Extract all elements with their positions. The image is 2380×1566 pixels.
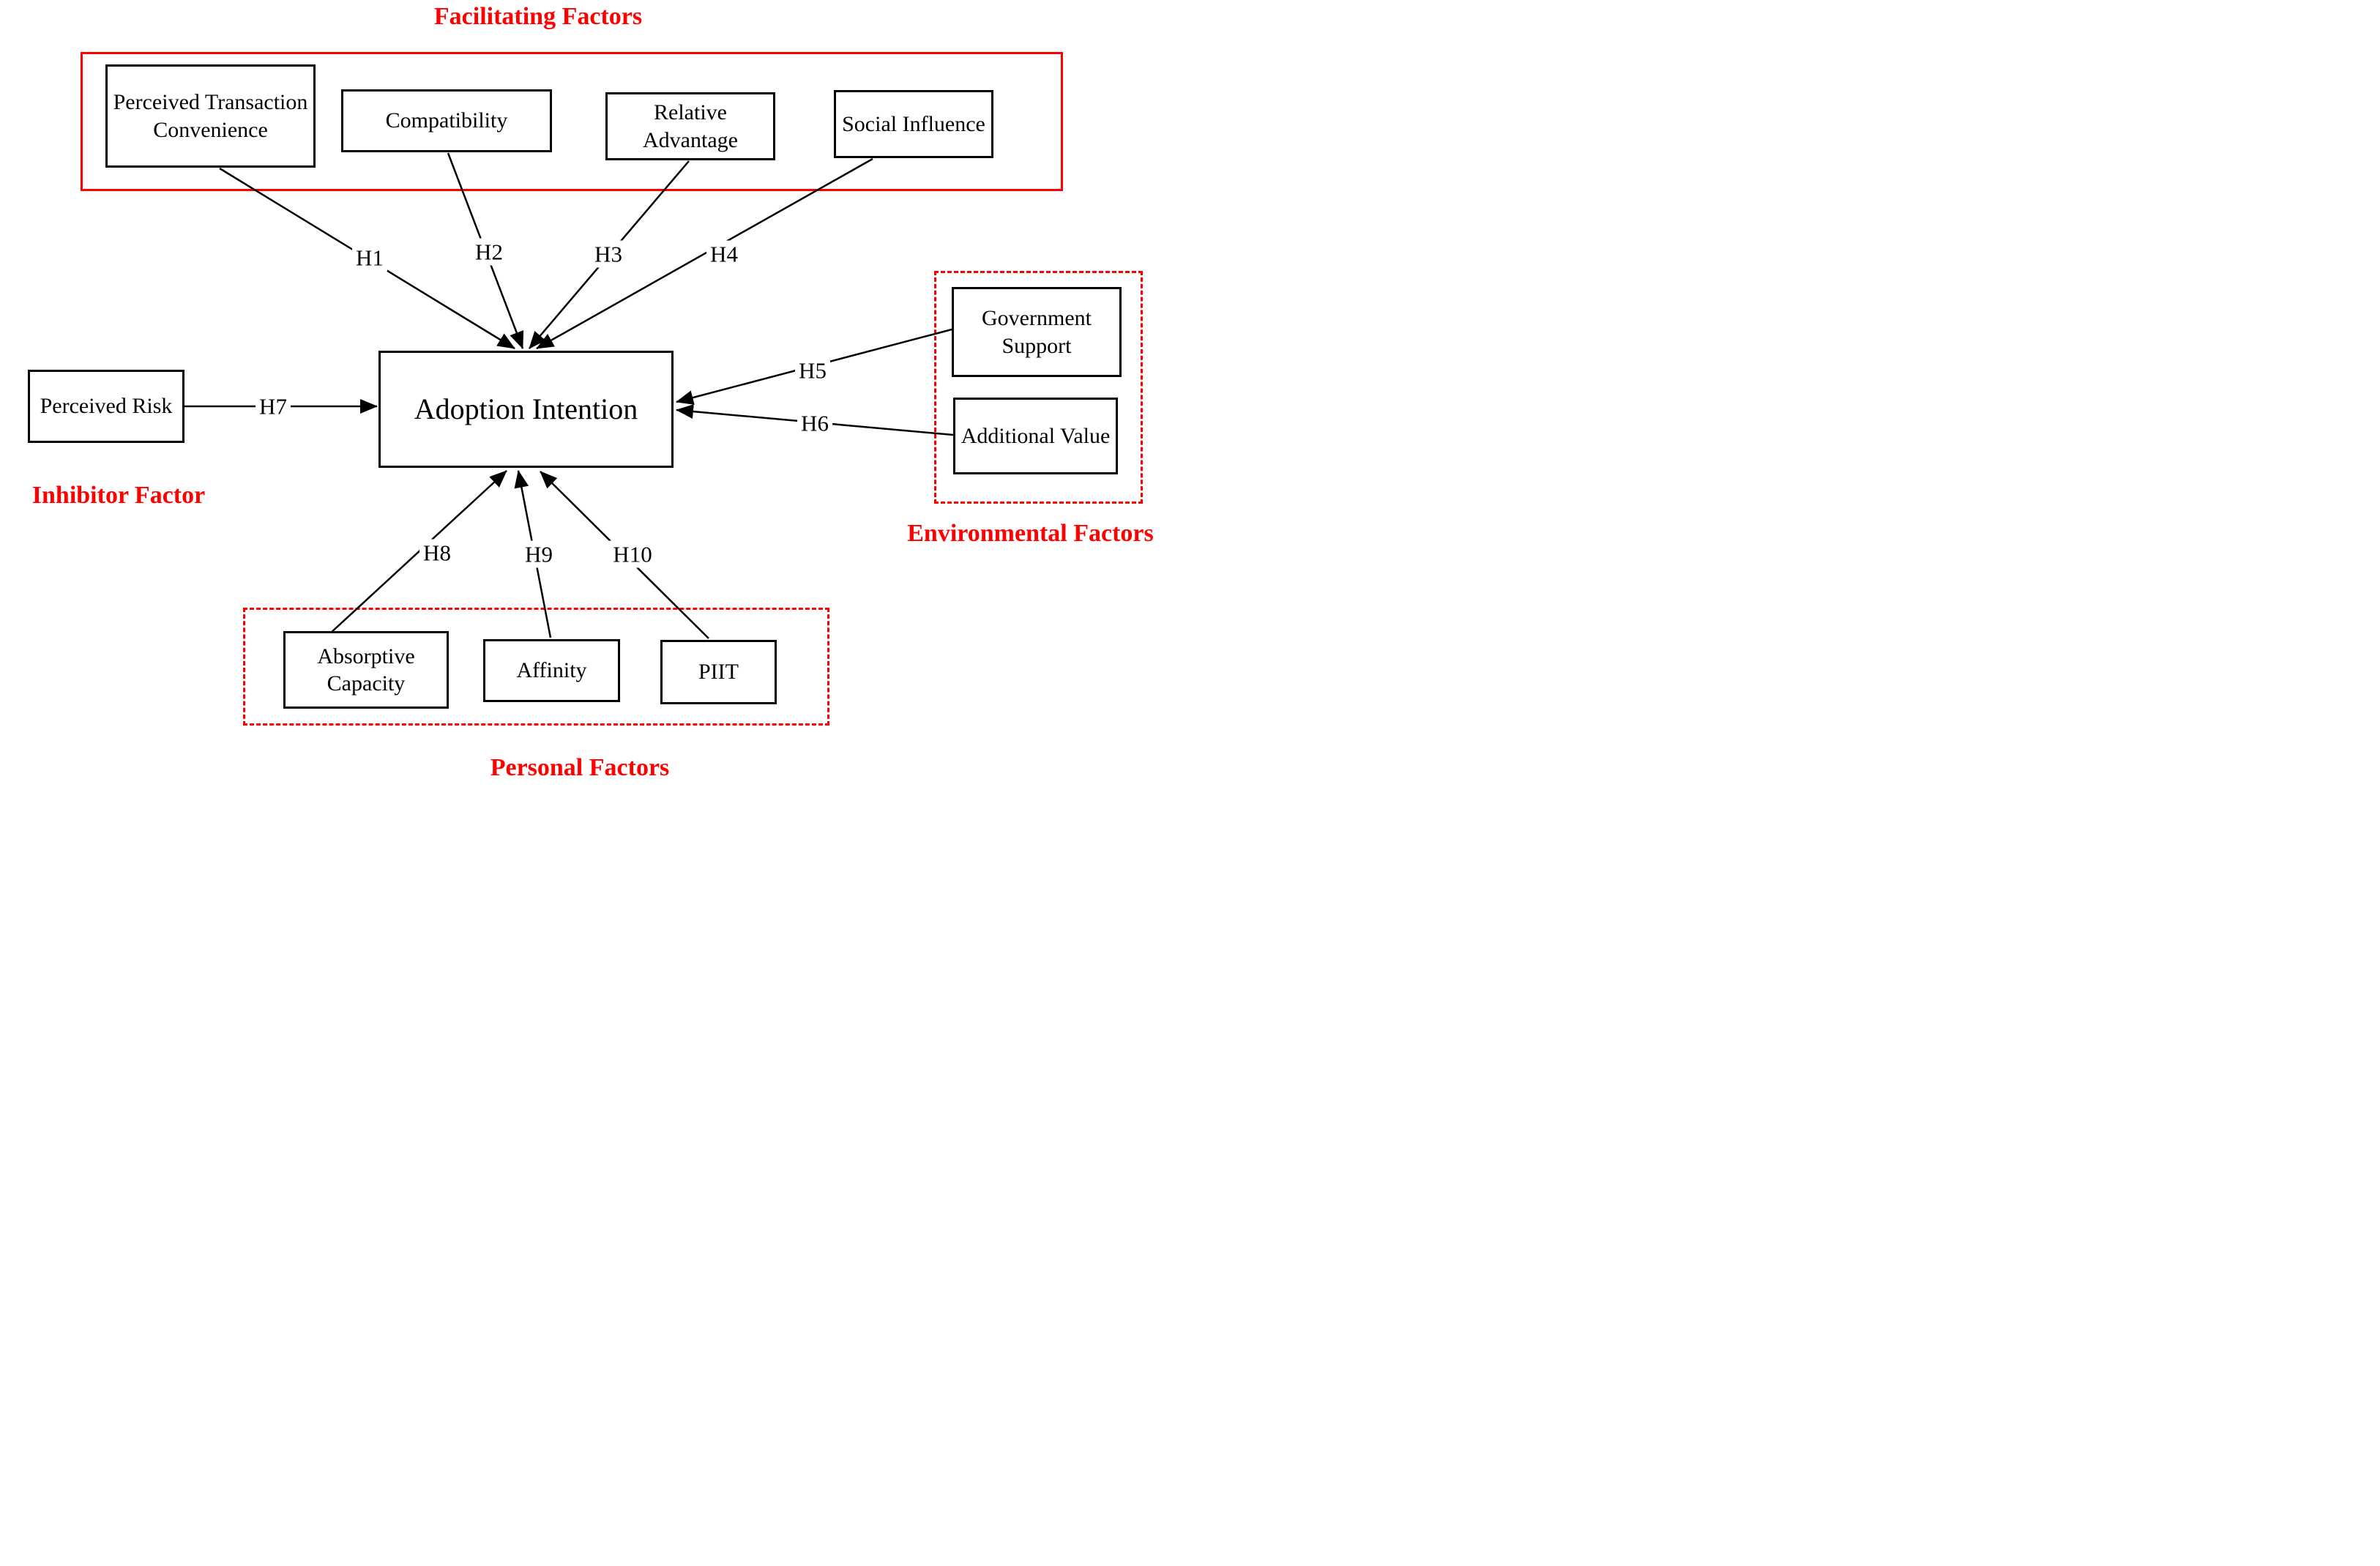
environmental-factors-title: Environmental Factors: [907, 520, 1154, 547]
personal-factors-title: Personal Factors: [490, 754, 670, 781]
box-affinity: Affinity: [483, 639, 620, 702]
conceptual-model-diagram: Facilitating Factors Inhibitor Factor En…: [0, 0, 1190, 783]
environmental-factors-container: [934, 271, 1143, 504]
facilitating-factors-container: [81, 52, 1063, 191]
label-h7: H7: [255, 392, 291, 420]
h4-arrow: [536, 157, 873, 350]
box-relative-advantage: Relative Advantage: [605, 92, 775, 160]
label-h6: H6: [797, 409, 832, 437]
box-adoption-intention: Adoption Intention: [378, 351, 674, 468]
box-perceived-transaction-convenience: Perceived Transaction Convenience: [105, 64, 316, 168]
label-h3: H3: [591, 240, 626, 268]
box-piit: PIIT: [660, 640, 777, 704]
label-h2: H2: [471, 238, 507, 266]
facilitating-factors-title: Facilitating Factors: [433, 3, 643, 30]
box-additional-value: Additional Value: [953, 398, 1118, 474]
label-h5: H5: [795, 357, 830, 384]
label-h10: H10: [609, 540, 656, 568]
personal-factors-container: [243, 608, 829, 726]
box-perceived-risk: Perceived Risk: [28, 370, 184, 443]
label-h1: H1: [352, 244, 387, 272]
box-government-support: Government Support: [952, 287, 1122, 377]
label-h9: H9: [521, 540, 556, 568]
box-absorptive-capacity: Absorptive Capacity: [283, 631, 449, 709]
box-compatibility: Compatibility: [341, 89, 552, 152]
box-social-influence: Social Influence: [834, 90, 993, 158]
label-h8: H8: [419, 539, 455, 567]
inhibitor-factor-title: Inhibitor Factor: [31, 482, 206, 509]
label-h4: H4: [706, 240, 742, 268]
h8-arrow: [329, 470, 507, 635]
